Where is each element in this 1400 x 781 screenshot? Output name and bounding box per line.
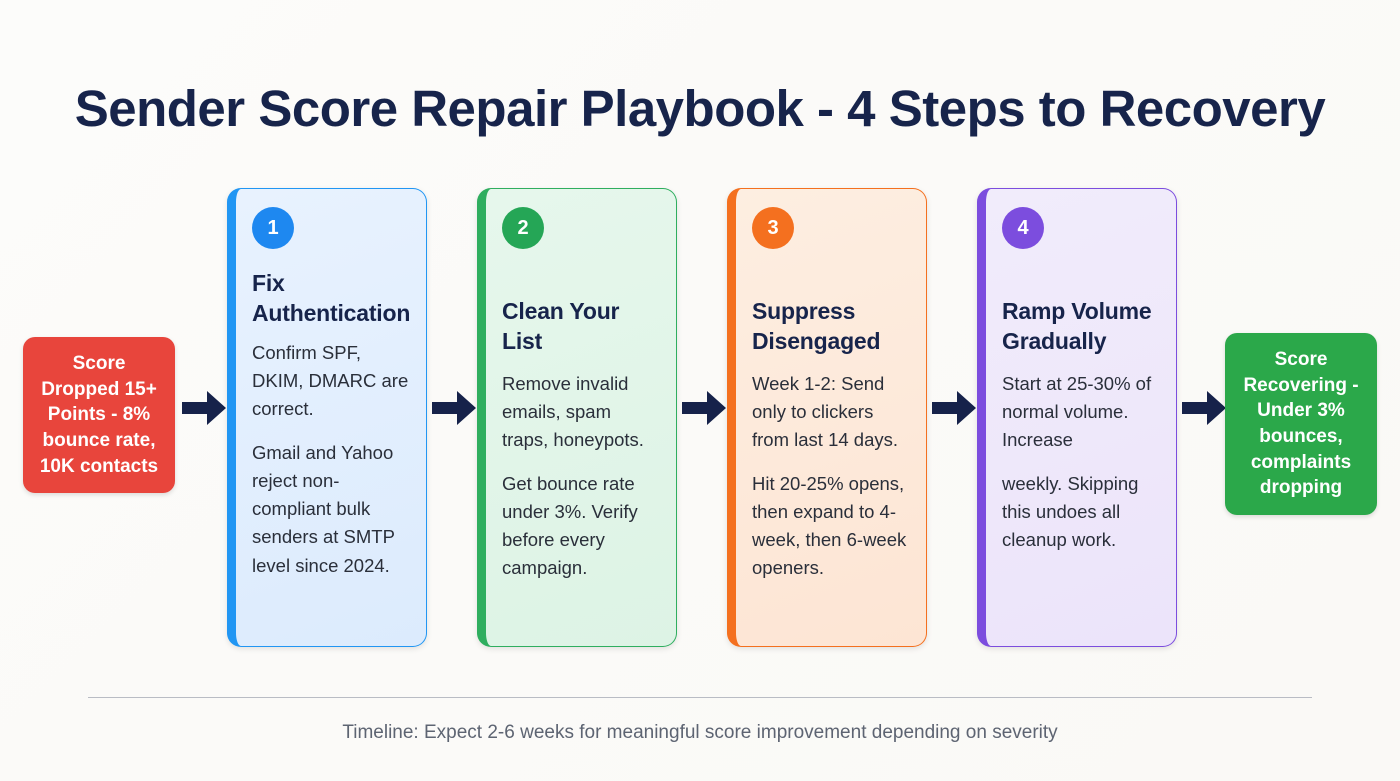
step-paragraph-3b: Hit 20-25% opens, then expand to 4-week,… (752, 473, 907, 579)
step-body-3: Week 1-2: Send only to clickers from las… (752, 370, 910, 583)
step-paragraph-2b: Get bounce rate under 3%. Verify before … (502, 473, 638, 579)
process-flow: Score Dropped 15+ Points - 8% bounce rat… (0, 188, 1400, 650)
step-paragraph-1b: Gmail and Yahoo reject non-compliant bul… (252, 442, 395, 576)
footer-note: Timeline: Expect 2-6 weeks for meaningfu… (342, 722, 1058, 743)
step-number-badge-4: 4 (1002, 207, 1044, 249)
start-state-pill: Score Dropped 15+ Points - 8% bounce rat… (23, 337, 175, 494)
step-paragraph-3a: Week 1-2: Send only to clickers from las… (752, 372, 899, 450)
step-card-1[interactable]: 1 Fix Authentication Confirm SPF, DKIM, … (227, 188, 427, 647)
step-body-2: Remove invalid emails, spam traps, honey… (502, 370, 660, 583)
step-title-4: Ramp Volume Gradually (1002, 298, 1152, 354)
step-card-2[interactable]: 2 Clean Your List Remove invalid emails,… (477, 188, 677, 647)
step-paragraph-4b: weekly. Skipping this undoes all cleanup… (1002, 473, 1139, 551)
arrow-right-icon-2 (432, 391, 476, 425)
step-title-2: Clean Your List (502, 298, 620, 354)
step-title-3: Suppress Disengaged (752, 298, 881, 354)
arrow-right-icon-4 (932, 391, 976, 425)
step-number-badge-1: 1 (252, 207, 294, 249)
footer-divider (88, 697, 1312, 698)
end-state-pill: Score Recovering - Under 3% bounces, com… (1225, 333, 1377, 515)
step-title-1: Fix Authentication (252, 270, 411, 326)
end-state-label: Score Recovering - Under 3% bounces, com… (1243, 349, 1359, 499)
step-body-1: Confirm SPF, DKIM, DMARC are correct. Gm… (252, 339, 410, 580)
page-title: Sender Score Repair Playbook - 4 Steps t… (74, 80, 1326, 137)
step-card-4[interactable]: 4 Ramp Volume Gradually Start at 25-30% … (977, 188, 1177, 647)
arrow-right-icon-3 (682, 391, 726, 425)
arrow-right-icon-5 (1182, 391, 1226, 425)
step-card-3[interactable]: 3 Suppress Disengaged Week 1-2: Send onl… (727, 188, 927, 647)
start-state-label: Score Dropped 15+ Points - 8% bounce rat… (39, 353, 159, 477)
step-paragraph-2a: Remove invalid emails, spam traps, honey… (502, 372, 644, 450)
step-paragraph-1a: Confirm SPF, DKIM, DMARC are correct. (252, 341, 409, 419)
arrow-right-icon-1 (182, 391, 226, 425)
step-paragraph-4a: Start at 25-30% of normal volume. Increa… (1002, 372, 1152, 450)
step-body-4: Start at 25-30% of normal volume. Increa… (1002, 370, 1160, 555)
step-number-badge-2: 2 (502, 207, 544, 249)
step-number-badge-3: 3 (752, 207, 794, 249)
